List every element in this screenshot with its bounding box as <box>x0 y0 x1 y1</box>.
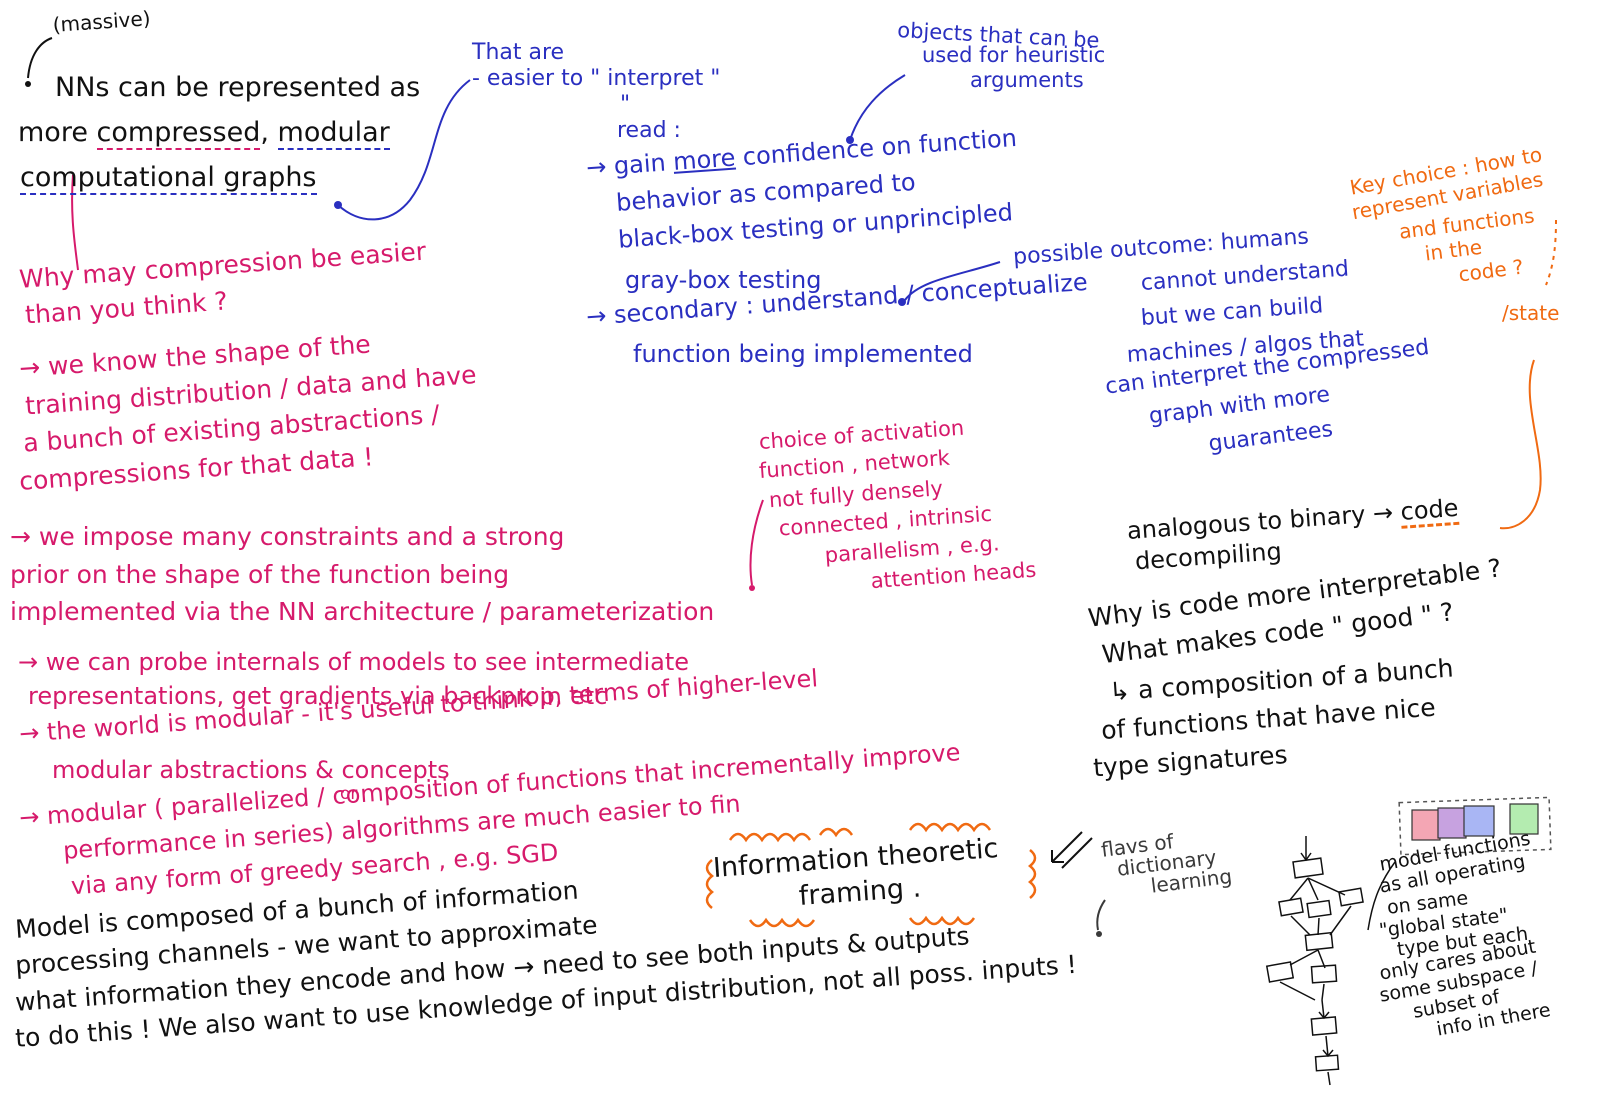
gain-confidence-note: → gain more confidence on function behav… <box>585 124 1088 373</box>
nn-compressed-note: NNs can be represented as <box>55 72 420 104</box>
gain-line-6: function being implemented <box>633 339 973 368</box>
compression-bullet-3: → we can probe internals of models to se… <box>18 646 689 713</box>
global-state-box <box>1398 796 1552 856</box>
interpret-line-2: - easier to " interpret " <box>472 65 721 91</box>
blue-connector-interpret <box>337 79 471 221</box>
interpret-line-3: " <box>620 91 631 117</box>
blue-dot-outcome <box>898 298 906 306</box>
diagram-box <box>1278 897 1304 917</box>
objects-line-2: used for heuristic <box>922 42 1106 67</box>
diagram-box <box>1306 899 1332 919</box>
compression-bullet-1: → we know the shape of the training dist… <box>18 329 477 500</box>
blue-connector-outcome <box>904 261 1001 301</box>
code-interpretable-note: Why is code more interpretable ? What ma… <box>1086 553 1502 788</box>
diagram-box <box>1338 887 1364 907</box>
pink-dot <box>749 585 755 591</box>
global-state-note: model functions as all operating on same… <box>1378 827 1552 1052</box>
nn-line-1: NNs can be represented as <box>55 72 421 103</box>
activation-note: choice of activation function , network … <box>758 416 1037 604</box>
diagram-box <box>1292 857 1324 879</box>
diagram-branches <box>1289 877 1346 901</box>
pink-connector-activation <box>749 499 764 586</box>
interpret-note: That are - easier to " interpret " " rea… <box>472 40 720 144</box>
nn-line-2c: , <box>260 117 278 148</box>
gain-line-4: gray-box testing <box>625 265 822 294</box>
bullet-4-line-2: modular abstractions & concepts <box>52 756 450 784</box>
objects-line-3: arguments <box>970 67 1084 92</box>
nn-line-2b: compressed <box>96 117 261 150</box>
diagram-box <box>1310 964 1338 984</box>
gray-dot <box>1096 931 1102 937</box>
model-composed-note: Model is composed of a bunch of informat… <box>14 876 1078 1057</box>
bullet-3-line-1: → we can probe internals of models to se… <box>18 648 690 676</box>
black-connector-global <box>1367 861 1396 931</box>
gain-line-1a: → gain <box>585 147 675 182</box>
bullet-3-line-2: representations, get gradients via backp… <box>28 681 608 710</box>
pink-connector <box>71 174 79 271</box>
diagram-box <box>1310 1016 1338 1036</box>
diagram-merge <box>1290 905 1352 936</box>
compression-question: Why may compression be easier than you t… <box>18 237 427 335</box>
double-arrow <box>1051 831 1093 869</box>
state-cell-green <box>1509 803 1539 835</box>
interpret-line-1: That are <box>472 40 565 65</box>
bullet-dot <box>25 81 31 87</box>
diagram-arrow-end <box>1327 1071 1331 1086</box>
state-cell-pink <box>1411 809 1441 841</box>
bullet-2-line-2: prior on the shape of the function being <box>10 559 510 589</box>
nn-line-3: computational graphs <box>20 162 317 195</box>
nn-line-2a: more <box>18 117 88 148</box>
interpret-line-4: read : <box>617 117 681 143</box>
state-cell-purple <box>1437 807 1467 839</box>
orange-connector <box>1499 359 1542 530</box>
diagram-box <box>1314 1054 1340 1072</box>
gain-line-1b: more <box>672 143 737 176</box>
massive-text: (massive) <box>51 6 152 37</box>
key-choice-line-6: /state <box>1502 301 1560 325</box>
compression-bullet-4: → the world is modular - it's useful to … <box>18 664 818 788</box>
compression-bullet-2: → we impose many constraints and a stron… <box>10 518 714 631</box>
bullet-2-line-1: → we impose many constraints and a stron… <box>10 522 565 551</box>
nn-line-3-wrap: computational graphs <box>20 162 317 195</box>
objects-note: objects that can be used for heuristic a… <box>897 18 1106 92</box>
nn-line-2-wrap: more compressed, modular <box>18 117 390 150</box>
blue-dot <box>334 201 342 209</box>
diagram-arrow <box>1321 999 1325 1019</box>
blue-connector-objects <box>849 74 906 141</box>
bullet-5-or: or <box>340 784 358 804</box>
diagram-arrow <box>1325 1035 1329 1057</box>
key-choice-note: Key choice : how to represent variables … <box>1348 142 1560 326</box>
state-cell-blue <box>1463 805 1495 837</box>
nn-line-2d: modular <box>277 117 390 150</box>
blue-dot-objects <box>846 136 854 144</box>
diagram-box <box>1265 961 1295 983</box>
bullet-2-line-3: implemented via the NN architecture / pa… <box>10 597 715 626</box>
diagram-branches-2 <box>1289 949 1326 969</box>
gray-connector-dictionary <box>1096 899 1106 931</box>
diagram-merge-2 <box>1279 981 1325 1001</box>
diagram-box <box>1304 931 1334 952</box>
info-cloud-squiggle <box>705 822 1037 928</box>
massive-annotation: (massive) <box>52 6 151 38</box>
massive-bracket <box>27 37 53 79</box>
dictionary-learning-note: flavs of dictionary learning <box>1100 829 1234 903</box>
or-annotation: or <box>340 784 357 804</box>
